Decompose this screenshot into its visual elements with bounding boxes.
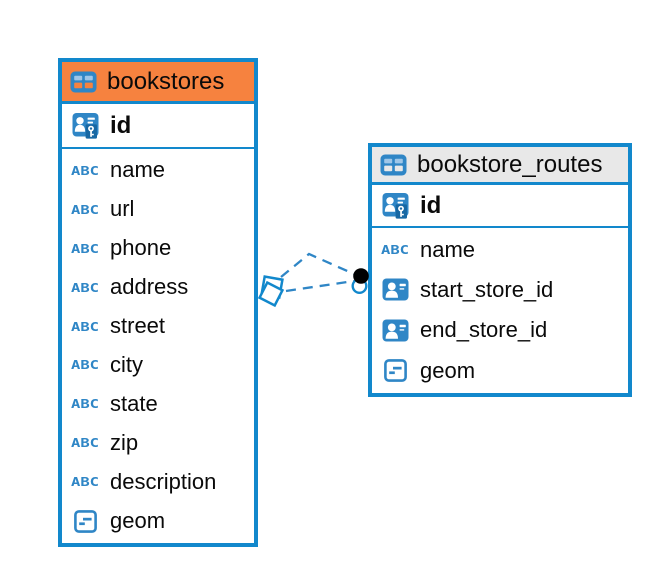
column-row[interactable]: end_store_id: [372, 310, 628, 351]
column-row[interactable]: url: [62, 190, 254, 229]
abc-icon: [379, 243, 411, 256]
column-name: address: [110, 274, 189, 300]
column-name: phone: [110, 235, 172, 261]
column-name: geom: [420, 357, 476, 383]
relationship-line-lower: [285, 279, 355, 293]
column-row[interactable]: zip: [62, 423, 254, 462]
column-name: zip: [110, 429, 139, 455]
column-name: name: [110, 157, 166, 183]
column-row[interactable]: state: [62, 384, 254, 423]
column-row[interactable]: geom: [62, 501, 254, 541]
abc-icon: [69, 281, 101, 294]
column-row[interactable]: phone: [62, 229, 254, 268]
primary-key-name: id: [110, 111, 132, 139]
abc-icon: [69, 242, 101, 255]
abc-icon: [69, 358, 101, 371]
relationship-dot-end: [351, 268, 369, 295]
column-row[interactable]: geom: [372, 351, 628, 392]
column-name: city: [110, 351, 143, 377]
table-bookstore-routes[interactable]: bookstore_routes id name start_store_id: [368, 143, 632, 397]
column-name: geom: [110, 508, 166, 534]
abc-icon: [69, 320, 101, 333]
abc-icon: [69, 164, 101, 177]
columns-list: name url phone address: [62, 149, 254, 543]
table-header-bookstores[interactable]: bookstores: [62, 62, 254, 104]
table-title: bookstore_routes: [417, 150, 603, 178]
column-name: url: [110, 196, 135, 222]
relationship-line-upper: [280, 252, 355, 278]
column-row[interactable]: description: [62, 462, 254, 501]
column-name: name: [420, 236, 476, 262]
geometry-icon: [69, 510, 101, 533]
person-card-icon: [379, 319, 411, 342]
abc-icon: [69, 203, 101, 216]
primary-key-row[interactable]: id: [372, 185, 628, 228]
column-name: start_store_id: [420, 276, 554, 302]
column-row[interactable]: name: [62, 151, 254, 190]
primary-key-row[interactable]: id: [62, 104, 254, 149]
abc-icon: [69, 397, 101, 410]
column-name: description: [110, 468, 217, 494]
table-title: bookstores: [107, 67, 225, 95]
table-icon: [380, 154, 407, 176]
column-row[interactable]: street: [62, 307, 254, 346]
table-icon: [70, 71, 97, 93]
column-row[interactable]: start_store_id: [372, 270, 628, 311]
column-name: street: [110, 313, 166, 339]
column-name: end_store_id: [420, 317, 548, 343]
columns-list: name start_store_id end_store_id geom: [372, 228, 628, 393]
person-key-icon: [379, 192, 411, 219]
table-header-bookstore-routes[interactable]: bookstore_routes: [372, 147, 628, 185]
primary-key-name: id: [420, 191, 442, 219]
column-row[interactable]: name: [372, 230, 628, 270]
column-row[interactable]: address: [62, 268, 254, 307]
column-row[interactable]: city: [62, 346, 254, 385]
relationship-diamond-end: [257, 275, 285, 308]
abc-icon: [69, 475, 101, 488]
table-bookstores[interactable]: bookstores id name url: [58, 58, 258, 547]
person-card-icon: [379, 278, 411, 301]
abc-icon: [69, 436, 101, 449]
column-name: state: [110, 390, 158, 416]
geometry-icon: [379, 359, 411, 382]
person-key-icon: [69, 112, 101, 139]
